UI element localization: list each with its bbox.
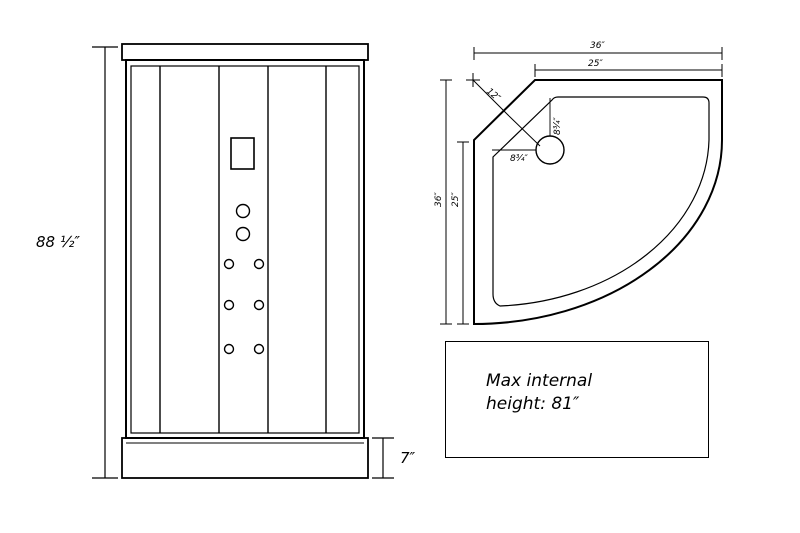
note-box: Max internal height: 81″ [445, 341, 709, 458]
tray-outline [473, 79, 723, 326]
width-inner-label: 25″ [588, 59, 603, 69]
drain-x-label: 8¾″ [510, 154, 528, 164]
front-view [92, 43, 394, 479]
body-jet [223, 299, 235, 311]
basin-outline [492, 96, 710, 307]
depth-outer-label: 36″ [434, 192, 444, 207]
shower-jet [235, 203, 251, 219]
width-outer-label: 36″ [590, 41, 605, 51]
base-dimension [372, 437, 394, 479]
height-label: 88 ½″ [36, 233, 80, 251]
control-panel [230, 137, 255, 170]
cabin-body [125, 59, 365, 439]
body-jet [253, 299, 265, 311]
corner-reference [466, 73, 541, 147]
top-view [440, 47, 723, 326]
width-dimensions [473, 47, 723, 77]
top-cap [121, 43, 369, 61]
drain-dimensions [492, 98, 551, 151]
drain-y-label: 8¾″ [553, 117, 563, 135]
body-jet [253, 343, 265, 355]
inner-frame [130, 65, 360, 434]
height-dimension [92, 46, 118, 479]
depth-inner-label: 25″ [451, 192, 461, 207]
max-height-note: Max internal height: 81″ [486, 371, 593, 414]
drain [535, 135, 565, 165]
body-jet [223, 343, 235, 355]
base-height-label: 7″ [400, 449, 416, 467]
corner-offset-label: 12″ [484, 87, 502, 105]
depth-dimensions [440, 79, 469, 325]
body-jet [253, 258, 265, 270]
body-jet [223, 258, 235, 270]
base-tray [121, 437, 369, 479]
shower-jet [235, 226, 251, 242]
